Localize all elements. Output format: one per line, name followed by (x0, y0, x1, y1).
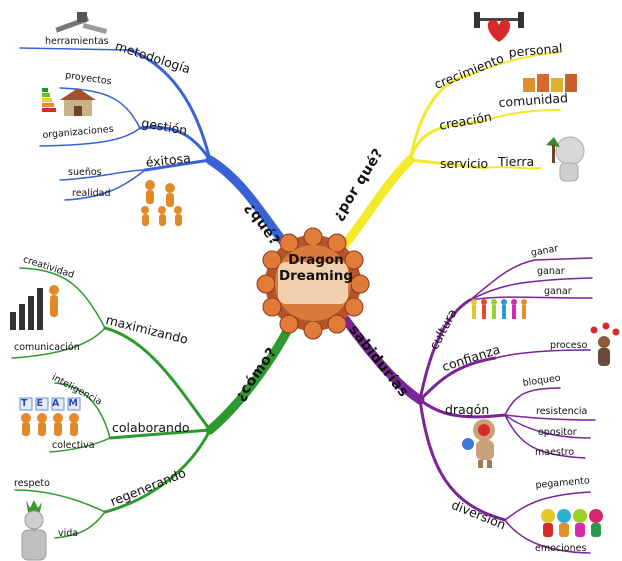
node-servicio[interactable]: servicio (440, 156, 489, 171)
leaf-proceso[interactable]: proceso (550, 340, 588, 351)
tools-icon (55, 12, 108, 35)
leaf-comunicacion[interactable]: comunicación (14, 342, 80, 353)
house-energy-icon (42, 88, 96, 116)
leaf-realidad[interactable]: realidad (72, 188, 111, 199)
leaf-colectiva[interactable]: colectiva (52, 440, 95, 451)
leaf-emociones[interactable]: emociones (535, 543, 587, 554)
central-topic[interactable]: Dragon Dreaming (275, 252, 357, 312)
heart-dumbbell-icon (474, 12, 524, 42)
leaf-vida[interactable]: vida (58, 528, 79, 539)
growth-bars-figure-icon (10, 285, 59, 330)
central-topic-line2: Dreaming (278, 268, 354, 284)
leaf-maestro[interactable]: maestro (535, 447, 575, 458)
leaf-tierra[interactable]: Tierra (498, 154, 535, 169)
colorful-people-icon (471, 299, 527, 319)
teamwork-figures-icon (141, 180, 182, 226)
leaf-ganar-3[interactable]: ganar (544, 286, 572, 297)
juggler-icon (590, 322, 620, 366)
team-figures-icon (19, 397, 81, 436)
dragon-figure-icon (462, 419, 495, 468)
leaf-ganar-2[interactable]: ganar (537, 266, 565, 277)
earth-tree-figure-icon (546, 136, 585, 182)
leaf-resistencia[interactable]: resistencia (536, 406, 588, 417)
node-colaborando[interactable]: colaborando (112, 420, 190, 435)
central-topic-line1: Dragon (288, 252, 344, 268)
emotions-faces-icon (541, 509, 603, 537)
community-blocks-icon (523, 74, 577, 92)
dragon-dreaming-logo (256, 227, 370, 340)
leaf-herramientas[interactable]: herramientas (45, 36, 109, 47)
head-plant-icon (21, 500, 47, 561)
leaf-respeto[interactable]: respeto (14, 478, 50, 489)
node-dragon[interactable]: dragón (445, 402, 490, 417)
leaf-suenos[interactable]: sueños (68, 167, 102, 178)
leaf-opositor[interactable]: opositor (538, 427, 577, 438)
team-sign-text: TEAM (21, 398, 87, 409)
